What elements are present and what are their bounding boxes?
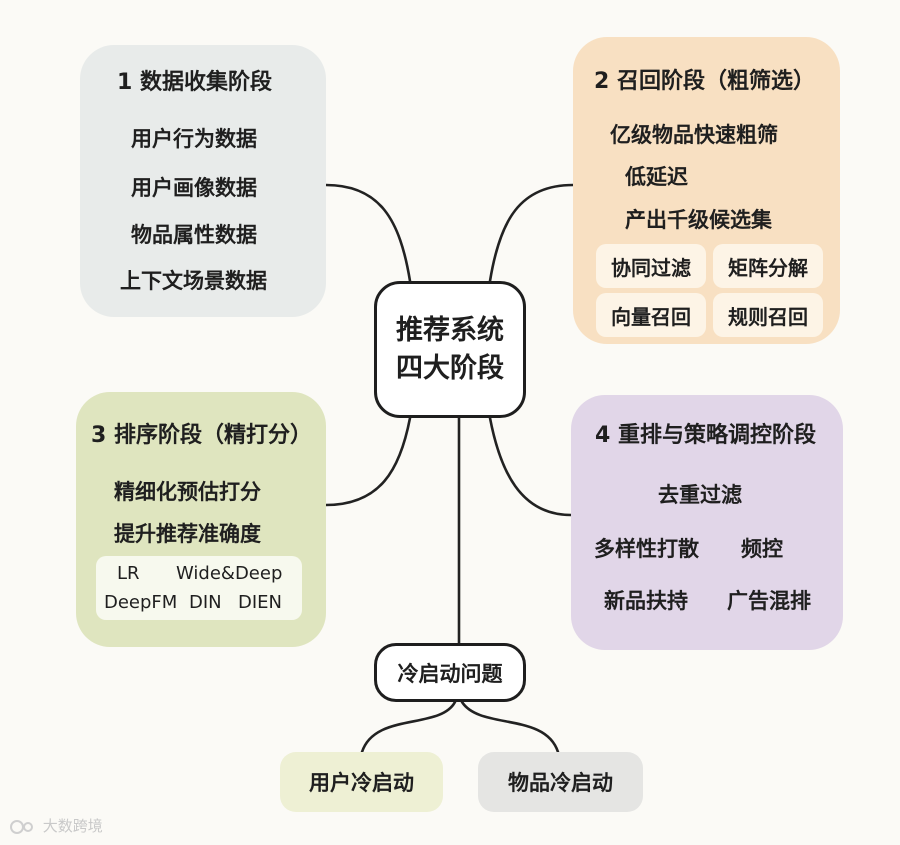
stage-item: 物品属性数据 <box>131 223 257 247</box>
stage-item: 频控 <box>741 537 783 561</box>
central-topic: 推荐系统 四大阶段 <box>374 281 526 418</box>
stage-item: 低延迟 <box>625 165 688 189</box>
item-cold-start-node: 物品冷启动 <box>478 752 643 812</box>
connector-user-cold <box>360 700 457 754</box>
model-list: LR Wide&Deep DeepFM DIN DIEN <box>96 556 302 620</box>
stage-title: 3 排序阶段（精打分） <box>91 423 312 448</box>
stage-item: 上下文场景数据 <box>120 269 267 293</box>
stage-item: 去重过滤 <box>658 483 742 507</box>
watermark: 大数跨境 <box>10 815 103 836</box>
stage-item: 用户画像数据 <box>131 176 257 200</box>
method-chip: 规则召回 <box>713 293 823 337</box>
stage-item: 多样性打散 <box>594 537 699 561</box>
stage-data-collection-card: 1 数据收集阶段 用户行为数据 用户画像数据 物品属性数据 上下文场景数据 <box>80 45 326 317</box>
model-tag: DeepFM <box>104 592 178 613</box>
stage-recall-card: 2 召回阶段（粗筛选） 亿级物品快速粗筛 低延迟 产出千级候选集 协同过滤 矩阵… <box>573 37 840 344</box>
connector-rerank <box>488 416 573 517</box>
cold-start-node: 冷启动问题 <box>374 643 526 702</box>
connector-rank <box>324 416 412 507</box>
stage-item: 提升推荐准确度 <box>114 522 261 546</box>
central-topic-line: 四大阶段 <box>396 352 504 384</box>
central-topic-line: 推荐系统 <box>396 314 504 346</box>
stage-ranking-card: 3 排序阶段（精打分） 精细化预估打分 提升推荐准确度 LR Wide&Deep… <box>76 392 326 647</box>
model-tag: DIN <box>189 592 222 613</box>
method-chip: 向量召回 <box>596 293 706 337</box>
stage-item: 精细化预估打分 <box>114 480 261 504</box>
connector-collect <box>324 183 412 283</box>
stage-item: 亿级物品快速粗筛 <box>610 123 778 147</box>
stage-item: 广告混排 <box>727 589 811 613</box>
watermark-text: 大数跨境 <box>42 817 103 835</box>
user-cold-start-node: 用户冷启动 <box>280 752 443 812</box>
model-tag: LR <box>117 563 140 584</box>
stage-title: 4 重排与策略调控阶段 <box>595 423 816 448</box>
stage-item: 产出千级候选集 <box>625 208 772 232</box>
connector-item-cold <box>460 700 560 754</box>
method-chip: 矩阵分解 <box>713 244 823 288</box>
stage-title: 1 数据收集阶段 <box>117 70 272 95</box>
stage-item: 新品扶持 <box>604 589 688 613</box>
stage-title: 2 召回阶段（粗筛选） <box>594 69 815 94</box>
stage-rerank-card: 4 重排与策略调控阶段 去重过滤 多样性打散 频控 新品扶持 广告混排 <box>571 395 843 650</box>
connector-recall <box>488 183 575 283</box>
method-chip: 协同过滤 <box>596 244 706 288</box>
model-tag: Wide&Deep <box>176 563 283 584</box>
stage-item: 用户行为数据 <box>131 127 257 151</box>
model-tag: DIEN <box>238 592 283 613</box>
watermark-logo-icon <box>10 819 33 834</box>
